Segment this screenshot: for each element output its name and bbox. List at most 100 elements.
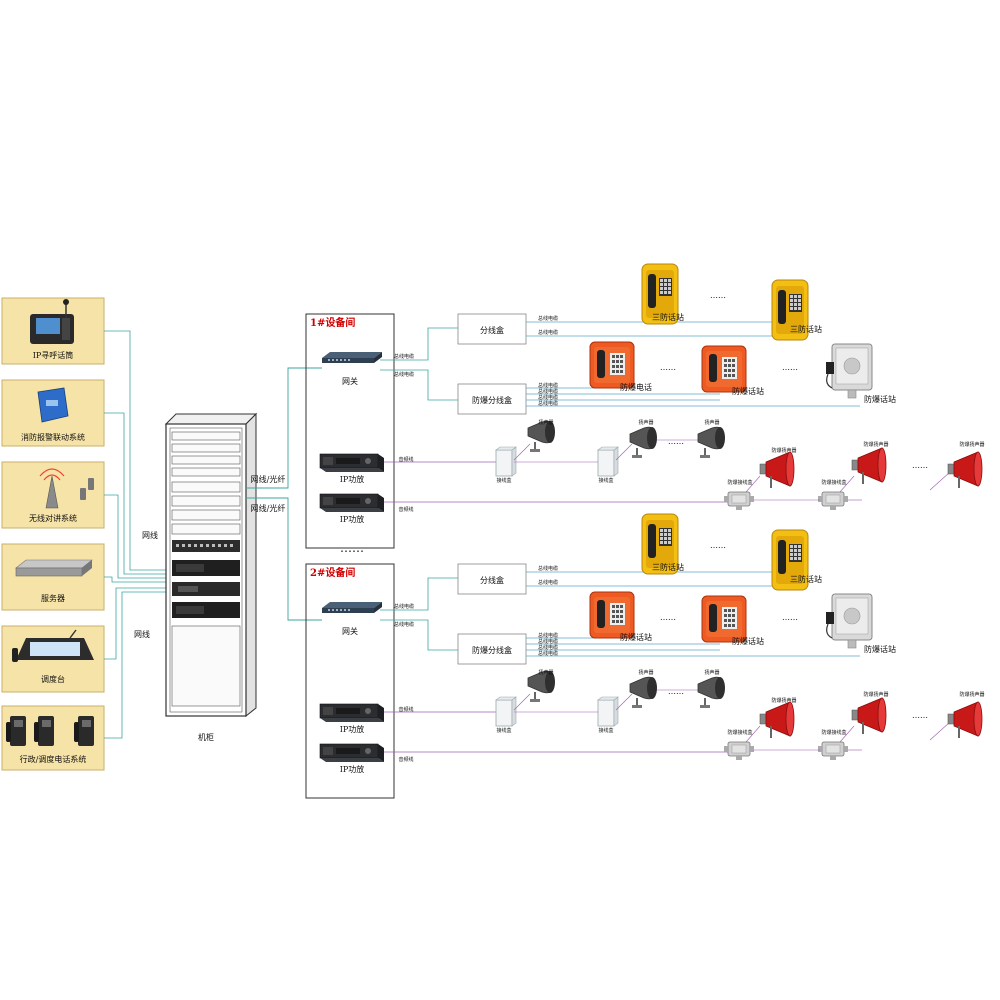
panel-ip-paging-mic[interactable]: IP寻呼话筒 (1, 297, 105, 365)
explosion-proof-junction-box[interactable] (723, 491, 755, 511)
explosion-proof-horn[interactable] (759, 451, 795, 489)
room-frame (305, 563, 395, 799)
speaker-label: 扬声器 (704, 419, 719, 426)
branch-box-frame (457, 313, 527, 345)
dispatch-console-icon (12, 629, 94, 662)
office-phones-icon (6, 716, 94, 746)
ellipsis: …… (710, 541, 726, 550)
ex-branch-box-label: 防爆分线盒 (472, 645, 512, 655)
connection-line (929, 721, 951, 741)
explosion-proof-phone[interactable] (701, 595, 747, 643)
explosion-proof-junction-box[interactable] (817, 741, 849, 761)
junction-box[interactable] (495, 696, 517, 727)
ip-amplifier[interactable] (319, 493, 385, 513)
explosion-proof-branch-box[interactable]: 防爆分线盒 (457, 383, 527, 415)
ex-branch-box-label: 防爆分线盒 (472, 395, 512, 405)
gateway-device[interactable] (322, 352, 382, 363)
horn-speaker[interactable] (629, 426, 658, 459)
explosion-proof-horn[interactable] (851, 697, 887, 735)
explosion-proof-horn[interactable] (947, 701, 983, 739)
cable-label: 总线电缆 (394, 603, 414, 610)
ex-jbox-label: 防爆接线盒 (821, 479, 846, 486)
net-line-label: 网线 (142, 530, 158, 540)
explosion-proof-horn[interactable] (759, 701, 795, 739)
ex-jbox-label: 防爆接线盒 (727, 729, 752, 736)
branch-box-frame (457, 563, 527, 595)
left-device-panel: IP寻呼话筒 消防报警联动系统 无线对讲系统 (1, 297, 105, 771)
panel-office-dispatch-phones[interactable]: 行政/调度电话系统 (1, 705, 105, 771)
ip-amplifier[interactable] (319, 453, 385, 473)
explosion-proof-phone[interactable] (701, 345, 747, 393)
cable-label: 总线电缆 (538, 315, 558, 322)
cable-label: 总线电缆 (538, 644, 558, 651)
ellipsis: …… (782, 613, 798, 622)
ellipsis: …… (660, 613, 676, 622)
ellipsis: …… (782, 363, 798, 372)
branch-box[interactable]: 分线盒 (457, 563, 527, 595)
explosion-proof-horn[interactable] (947, 451, 983, 489)
horn-speaker[interactable] (697, 426, 726, 459)
cabinet-room-links (246, 367, 322, 621)
panel-label: 消防报警联动系统 (21, 432, 85, 442)
equipment-rooms: 1#设备间网关IP功放IP功放总线电缆总线电缆分线盒防爆分线盒总线电缆总线电缆总… (305, 263, 985, 799)
ip-amplifier[interactable] (319, 743, 385, 763)
panel-fire-alarm-linkage[interactable]: 消防报警联动系统 (1, 379, 105, 447)
horn-speaker[interactable] (697, 676, 726, 709)
junction-box[interactable] (597, 696, 619, 727)
explosion-proof-horn[interactable] (851, 447, 887, 485)
horn-speaker[interactable] (629, 676, 658, 709)
connection-line (380, 619, 458, 651)
station-label: 防爆话站 (732, 386, 764, 396)
junction-box[interactable] (495, 446, 517, 477)
connection-line (615, 693, 633, 711)
connection-line (615, 443, 633, 461)
station-label: 三防话站 (790, 574, 822, 584)
cable-label: 总线电缆 (394, 371, 414, 378)
station-label: 三防话站 (652, 562, 684, 572)
branch-box[interactable]: 分线盒 (457, 313, 527, 345)
connection-line (380, 369, 458, 401)
panel-wireless-intercom[interactable]: 无线对讲系统 (1, 461, 105, 529)
room-frame (305, 313, 395, 549)
amp-label: IP功放 (340, 724, 365, 734)
cabinet-label: 机柜 (198, 732, 214, 742)
ellipsis: …… (912, 461, 928, 470)
gateway-label: 网关 (342, 626, 358, 636)
ex-branch-box-frame (457, 633, 527, 665)
connection-line (839, 475, 855, 493)
explosion-proof-station[interactable] (825, 343, 873, 399)
rack-cabinet[interactable] (164, 412, 258, 718)
explosion-proof-phone[interactable] (589, 591, 635, 639)
panel-network-links (104, 330, 166, 739)
ip-amplifier[interactable] (319, 703, 385, 723)
jbox-label: 接线盒 (496, 477, 511, 484)
audio-label: 音频线 (398, 456, 413, 463)
room-title: 2#设备间 (310, 566, 355, 579)
junction-box[interactable] (597, 446, 619, 477)
gateway-device[interactable] (322, 602, 382, 613)
panel-label: 无线对讲系统 (29, 513, 77, 523)
panel-server[interactable]: 服务器 (1, 543, 105, 611)
speaker-label: 扬声器 (538, 669, 553, 676)
fiber-label: 网线/光纤 (251, 474, 286, 484)
server-icon (15, 559, 93, 577)
explosion-proof-station[interactable] (825, 593, 873, 649)
panel-label: 服务器 (41, 593, 65, 603)
station-label: 防爆话站 (864, 644, 896, 654)
panel-dispatch-console[interactable]: 调度台 (1, 625, 105, 693)
cable-label: 总线电缆 (538, 565, 558, 572)
explosion-proof-branch-box[interactable]: 防爆分线盒 (457, 633, 527, 665)
audio-label: 音频线 (398, 706, 413, 713)
speaker-label: 扬声器 (704, 669, 719, 676)
explosion-proof-junction-box[interactable] (723, 741, 755, 761)
connection-line (380, 577, 458, 611)
cable-label: 总线电缆 (538, 632, 558, 639)
speaker-label: 扬声器 (538, 419, 553, 426)
explosion-proof-phone[interactable] (589, 341, 635, 389)
branch-box-label: 分线盒 (480, 575, 504, 585)
net-line-label: 网线 (134, 629, 150, 639)
connection-line (839, 725, 855, 743)
explosion-proof-junction-box[interactable] (817, 491, 849, 511)
amp-label: IP功放 (340, 764, 365, 774)
